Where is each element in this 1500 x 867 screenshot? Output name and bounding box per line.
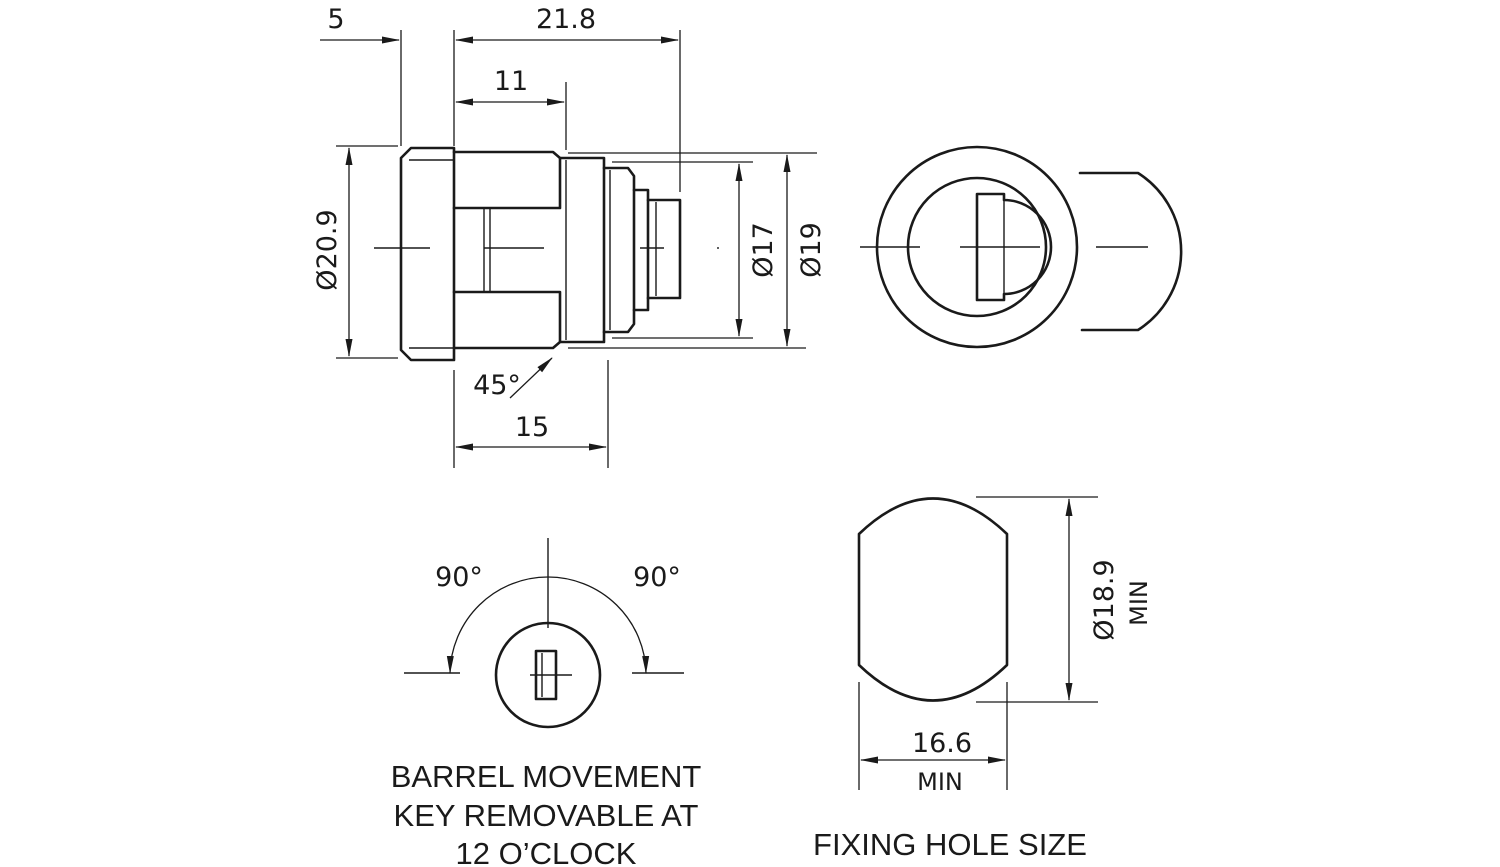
- angle-right-label: 90°: [633, 562, 681, 593]
- angle-left-label: 90°: [435, 562, 483, 593]
- front-view: [860, 145, 1183, 349]
- barrel-body-outline-lower: [452, 290, 562, 350]
- cam-stub-outline: [646, 198, 682, 300]
- chamfer-leader: [509, 357, 553, 399]
- fixing-hole-view: 16.6 MIN Ø18.9 MIN FIXING HOLE SIZE: [813, 496, 1153, 862]
- barrel-caption-line-3: 12 O’CLOCK: [456, 836, 637, 867]
- side-view: 5 21.8 11 Ø20.9 Ø17 Ø19 45° 15: [312, 4, 827, 468]
- keyway-outline: [975, 192, 1053, 302]
- dim-text-thread-length: 15: [515, 412, 549, 443]
- cam-outline: [1078, 171, 1183, 332]
- barrel-movement-view: 90° 90° BARREL MOVEMENT KEY REMOVABLE AT…: [391, 538, 702, 867]
- barrel-caption-line-2: KEY REMOVABLE AT: [394, 798, 699, 833]
- dim-text-overall-length: 21.8: [536, 4, 596, 35]
- dim-text-body-diameter-17: Ø17: [748, 222, 779, 278]
- hole-height-qualifier: MIN: [1125, 580, 1153, 626]
- fixing-hole-outline: [857, 497, 1009, 702]
- fixing-hole-caption: FIXING HOLE SIZE: [813, 827, 1087, 862]
- cam-ring-outline: [602, 166, 636, 334]
- barrel-body-outline: [452, 150, 562, 210]
- thread-section-outline: [558, 156, 606, 344]
- hole-width-qualifier: MIN: [917, 768, 963, 796]
- rotation-arc-left: [446, 576, 549, 674]
- hole-height-label: Ø18.9: [1089, 559, 1120, 640]
- dim-text-body-length: 11: [494, 66, 528, 97]
- dim-text-flange-thickness: 5: [327, 4, 344, 35]
- rotation-arc-right: [547, 576, 650, 674]
- hole-width-label: 16.6: [912, 728, 972, 759]
- cam-collar-outline: [632, 188, 650, 312]
- dim-text-flange-diameter: Ø20.9: [312, 209, 343, 290]
- dim-text-body-diameter-19: Ø19: [796, 222, 827, 278]
- flange-outline: [399, 146, 456, 362]
- barrel-caption-line-1: BARREL MOVEMENT: [391, 759, 702, 794]
- dim-text-chamfer-angle: 45°: [473, 370, 521, 401]
